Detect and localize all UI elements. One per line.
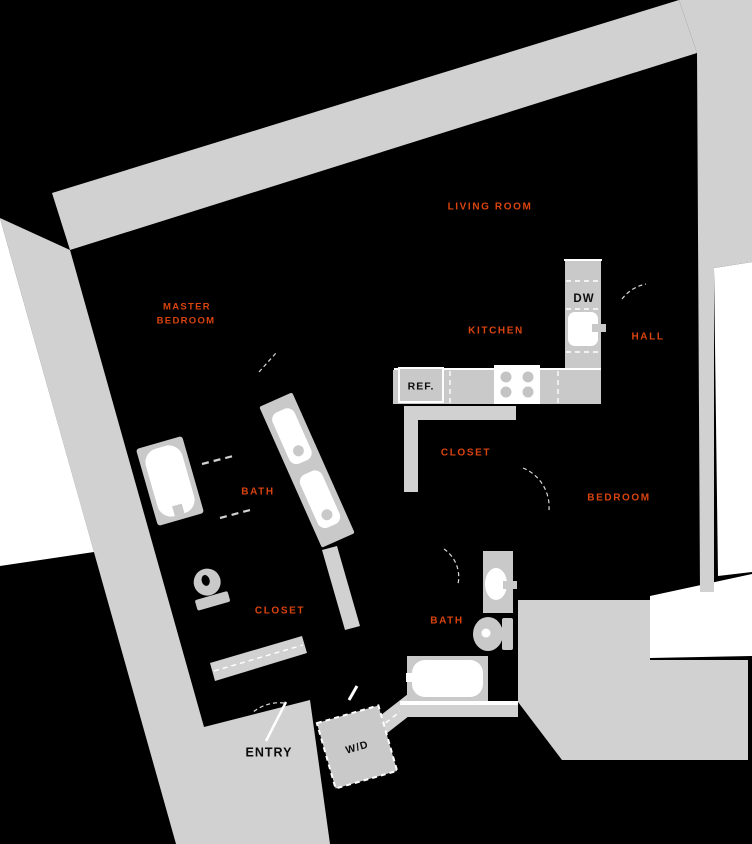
building-mass-bottom-right	[518, 600, 748, 760]
wall-band-left-and-entry-landing	[0, 218, 330, 844]
master-toilet	[193, 568, 230, 611]
bedroom-label: BEDROOM	[587, 493, 650, 504]
door-swing-arcs	[201, 283, 647, 585]
washer-dryer: W/D	[315, 704, 399, 790]
entry-label: ENTRY	[246, 745, 293, 759]
vanity-faucet-1	[292, 445, 304, 457]
master-bedroom-label-line1: MASTER	[163, 301, 211, 312]
stove-burners	[500, 371, 534, 398]
hall-closet-label: CLOSET	[441, 448, 491, 459]
master-closet-label: CLOSET	[255, 606, 305, 617]
counter-divider-lines	[449, 280, 600, 403]
bath-toilet	[473, 617, 513, 651]
master-tub	[136, 436, 204, 526]
master-bedroom-label-line2: BEDROOM	[157, 315, 216, 326]
vanity-faucet-2	[321, 509, 333, 521]
exterior-open-area-right	[714, 262, 752, 576]
stove	[494, 365, 540, 404]
master-tub-basin	[145, 445, 195, 517]
bath-tub	[406, 656, 488, 701]
wall-band-top	[52, 0, 697, 250]
master-vanity	[259, 392, 355, 548]
master-tub-faucet	[172, 503, 185, 517]
exterior-open-area-left	[0, 218, 94, 566]
exterior-terrace-step	[650, 574, 752, 658]
master-closet-side-wall	[322, 546, 360, 630]
bath-tub-basin	[412, 660, 483, 697]
living-room-label: LIVING ROOM	[448, 202, 533, 213]
bath-label: BATH	[430, 616, 463, 627]
kitchen-sink	[568, 312, 598, 346]
bath-tub-faucet	[406, 673, 418, 682]
hall-label: HALL	[631, 332, 664, 343]
hall-closet-wall-top	[404, 406, 516, 420]
kitchen-sink-faucet	[592, 324, 606, 332]
master-closet-rod-line	[213, 644, 304, 672]
refrigerator-label: REF.	[408, 381, 435, 393]
hall-closet-wall-left	[404, 406, 418, 492]
master-bath-label: BATH	[241, 487, 274, 498]
bath-wall-edge	[400, 701, 518, 705]
kitchen-label: KITCHEN	[468, 326, 524, 337]
wall-band-right	[679, 0, 752, 592]
door-mark	[347, 685, 359, 701]
refrigerator	[398, 367, 444, 403]
bath-sink	[485, 568, 507, 600]
entry-door-leaf	[264, 701, 288, 742]
bath-sink-faucet	[503, 581, 517, 589]
entry-door-swing-arc	[251, 702, 285, 714]
dishwasher-label: DW	[573, 293, 594, 305]
bath-wall-bottom	[400, 705, 518, 717]
